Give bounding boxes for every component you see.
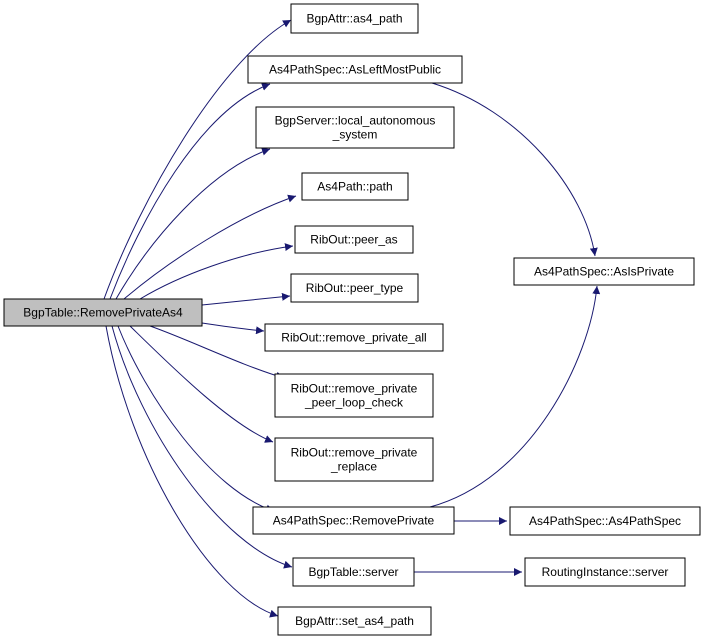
edge-root-peer_as [139, 243, 294, 300]
node-label: RoutingInstance::server [542, 565, 669, 579]
node-box [290, 3, 419, 34]
node-label: As4PathSpec::RemovePrivate [273, 514, 435, 528]
node-rm-replace[interactable]: RibOut::remove_private_replace [274, 437, 434, 482]
edge-root-local_as [115, 147, 271, 300]
node-local-as[interactable]: BgpServer::local_autonomous_system [255, 106, 455, 149]
node-label: RibOut::remove_private_all [281, 331, 426, 345]
node-peer-as[interactable]: RibOut::peer_as [294, 225, 414, 254]
node-label: BgpTable::RemovePrivateAs4 [23, 306, 183, 320]
edge-root-set_as4 [105, 325, 279, 618]
node-path[interactable]: As4Path::path [301, 172, 409, 201]
node-label: As4PathSpec::AsIsPrivate [534, 265, 674, 279]
edge-root-peer_type [201, 292, 291, 306]
edge-root-attr_as4_path [103, 19, 292, 300]
node-set-as4[interactable]: BgpAttr::set_as4_path [277, 606, 432, 636]
edge-root-path [123, 194, 297, 300]
node-box [255, 106, 455, 149]
node-attr-as4-path[interactable]: BgpAttr::as4_path [290, 3, 419, 34]
node-ri-server[interactable]: RoutingInstance::server [524, 557, 686, 587]
node-box [301, 172, 409, 201]
node-peer-type[interactable]: RibOut::peer_type [290, 273, 419, 303]
node-box [513, 257, 695, 286]
edge-root-rm_replace [129, 325, 274, 443]
edges-layer [103, 19, 601, 618]
node-label: RibOut::remove_private [291, 446, 418, 460]
node-ctor[interactable]: As4PathSpec::As4PathSpec [509, 506, 701, 536]
edge-root-leftmost [109, 83, 271, 300]
node-label: _system [332, 128, 378, 142]
node-box [292, 557, 415, 587]
edge-root-rm_all [201, 322, 265, 335]
node-box [509, 506, 701, 536]
node-rm-loop[interactable]: RibOut::remove_private_peer_loop_check [274, 373, 434, 418]
node-label: _replace [330, 460, 377, 474]
node-label: BgpAttr::as4_path [306, 12, 402, 26]
node-box [524, 557, 686, 587]
node-box [277, 606, 432, 636]
node-label: _peer_loop_check [304, 396, 404, 410]
node-box [3, 298, 203, 327]
node-is-private[interactable]: As4PathSpec::AsIsPrivate [513, 257, 695, 286]
nodes-layer: BgpTable::RemovePrivateAs4 BgpAttr::as4_p… [3, 3, 701, 636]
node-rm-private[interactable]: As4PathSpec::RemovePrivate [252, 506, 455, 535]
edge-rmpriv-is_private [429, 285, 601, 508]
node-box [274, 373, 434, 418]
edge-root-rm_loop [149, 325, 285, 380]
node-root[interactable]: BgpTable::RemovePrivateAs4 [3, 298, 203, 327]
node-server[interactable]: BgpTable::server [292, 557, 415, 587]
node-label: As4PathSpec::As4PathSpec [529, 514, 681, 528]
node-label: BgpAttr::set_as4_path [295, 614, 414, 628]
node-label: RibOut::peer_as [310, 233, 397, 247]
node-label: BgpTable::server [308, 565, 398, 579]
node-box [290, 273, 419, 303]
edge-root-server [111, 325, 293, 569]
edge-root-rm_private [117, 325, 275, 513]
node-label: As4Path::path [317, 180, 392, 194]
node-box [252, 506, 455, 535]
node-box [247, 55, 463, 84]
node-box [294, 225, 414, 254]
node-box [274, 437, 434, 482]
node-label: BgpServer::local_autonomous [275, 114, 436, 128]
node-label: RibOut::remove_private [291, 382, 418, 396]
node-label: RibOut::peer_type [306, 281, 404, 295]
node-label: As4PathSpec::AsLeftMostPublic [269, 63, 441, 77]
node-rm-all[interactable]: RibOut::remove_private_all [264, 323, 444, 352]
node-leftmost[interactable]: As4PathSpec::AsLeftMostPublic [247, 55, 463, 84]
edge-leftmost-is_private [431, 82, 598, 257]
node-box [264, 323, 444, 352]
